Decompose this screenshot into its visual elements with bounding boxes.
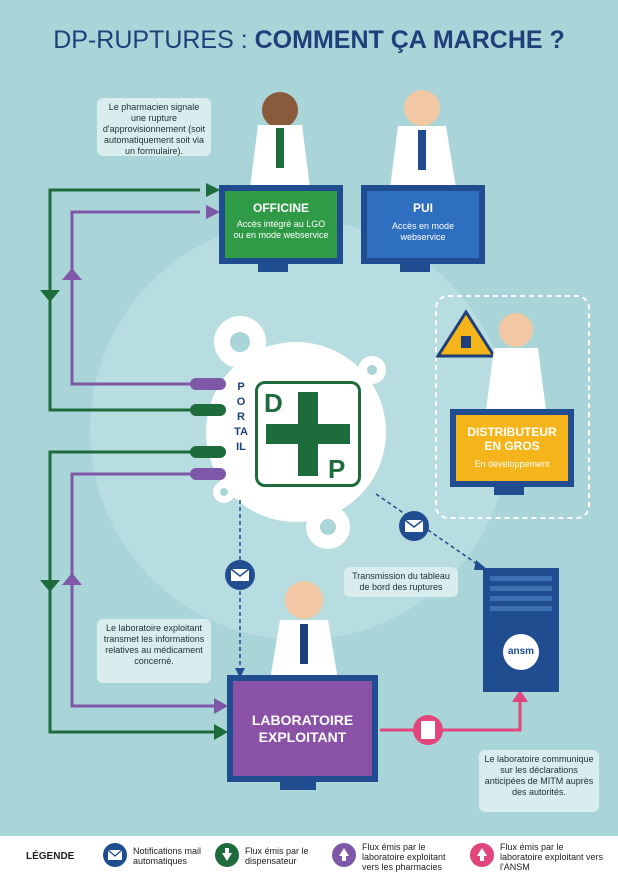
arrow-up-icon [332, 843, 356, 867]
screen-stand [494, 487, 524, 495]
officine-screen: OFFICINE Accès intégré au LGO ou en mode… [219, 185, 343, 264]
arrow-right-icon [214, 724, 228, 740]
arrow-up-icon [62, 268, 82, 280]
ansm-label: ansm [507, 646, 535, 657]
legend-item-label: Flux émis par le laboratoire exploitant … [362, 842, 446, 872]
pink-flow [380, 700, 522, 732]
pui-screen: PUI Accès en mode webservice [361, 185, 485, 264]
logo-cross-horizontal [266, 424, 350, 444]
officine-title: OFFICINE [253, 201, 309, 215]
purple-tab [190, 468, 226, 480]
arrow-down-icon [40, 290, 60, 302]
mail-icon [399, 511, 429, 541]
purple-flow-top [70, 210, 200, 386]
title-part2: COMMENT ÇA MARCHE ? [254, 26, 565, 54]
legend-title: LÉGENDE [26, 851, 75, 862]
legend-item-label: Flux émis par le dispensateur [245, 846, 309, 866]
arrow-up-icon [512, 690, 528, 702]
arrow-down-icon [215, 843, 239, 867]
arrow-up-icon [470, 843, 494, 867]
legend-item-label: Flux émis par le laboratoire exploitant … [500, 842, 604, 872]
laboratory-avatar [270, 581, 338, 680]
logo-letter-d: D [264, 388, 283, 418]
bubble-laboratoire-communique: Le laboratoire communique sur les déclar… [479, 750, 599, 812]
title-part1: DP-RUPTURES : [53, 26, 255, 54]
hospital-pharmacist-avatar [390, 90, 456, 188]
arrow-right-icon [214, 698, 228, 714]
mail-icon [225, 560, 255, 590]
warning-sign-icon [435, 309, 497, 358]
bubble-laboratoire-transmet: Le laboratoire exploitant transmet les i… [97, 619, 211, 683]
laboratoire-screen: LABORATOIRE EXPLOITANT [227, 675, 378, 782]
green-tab [190, 446, 226, 458]
portail-label: PORTAIL [234, 381, 248, 453]
screen-stand [258, 264, 288, 272]
bubble-pharmacien: Le pharmacien signale une rupture d'appr… [97, 98, 211, 156]
page-title: DP-RUPTURES : COMMENT ÇA MARCHE ? [0, 26, 618, 55]
arrow-up-icon [62, 573, 82, 585]
pharmacist-avatar [250, 92, 310, 188]
distributeur-frame [435, 295, 590, 519]
distributeur-title: DISTRIBUTEUR EN GROS [467, 425, 557, 453]
screen-stand [400, 264, 430, 272]
document-icon [421, 721, 435, 739]
logo-letter-p: P [328, 454, 346, 484]
pui-sub: Accès en mode webservice [391, 221, 455, 242]
officine-sub: Accès intégré au LGO ou en mode webservi… [233, 219, 329, 240]
laboratoire-title: LABORATOIRE EXPLOITANT [251, 711, 354, 745]
ansm-server [483, 568, 559, 692]
legend: LÉGENDE Notifications mail automatiques … [0, 836, 618, 876]
arrow-down-icon [40, 580, 60, 592]
arrow-right-icon [206, 205, 220, 219]
purple-flow-bottom [70, 472, 214, 708]
distributeur-sub: En développement [474, 459, 550, 469]
bubble-transmission: Transmission du tableau de bord des rupt… [344, 567, 458, 597]
pui-title: PUI [412, 201, 433, 215]
arrow-icon [474, 560, 488, 570]
legend-item-label: Notifications mail automatiques [133, 846, 202, 866]
screen-stand [280, 782, 316, 790]
arrow-down-icon [235, 668, 245, 678]
green-tab [190, 404, 226, 416]
dp-logo: D P [255, 381, 361, 487]
mail-icon [103, 843, 127, 867]
distributeur-screen: DISTRIBUTEUR EN GROS En développement [450, 409, 574, 487]
distributor-avatar [486, 313, 546, 410]
arrow-right-icon [206, 183, 220, 197]
purple-tab [190, 378, 226, 390]
